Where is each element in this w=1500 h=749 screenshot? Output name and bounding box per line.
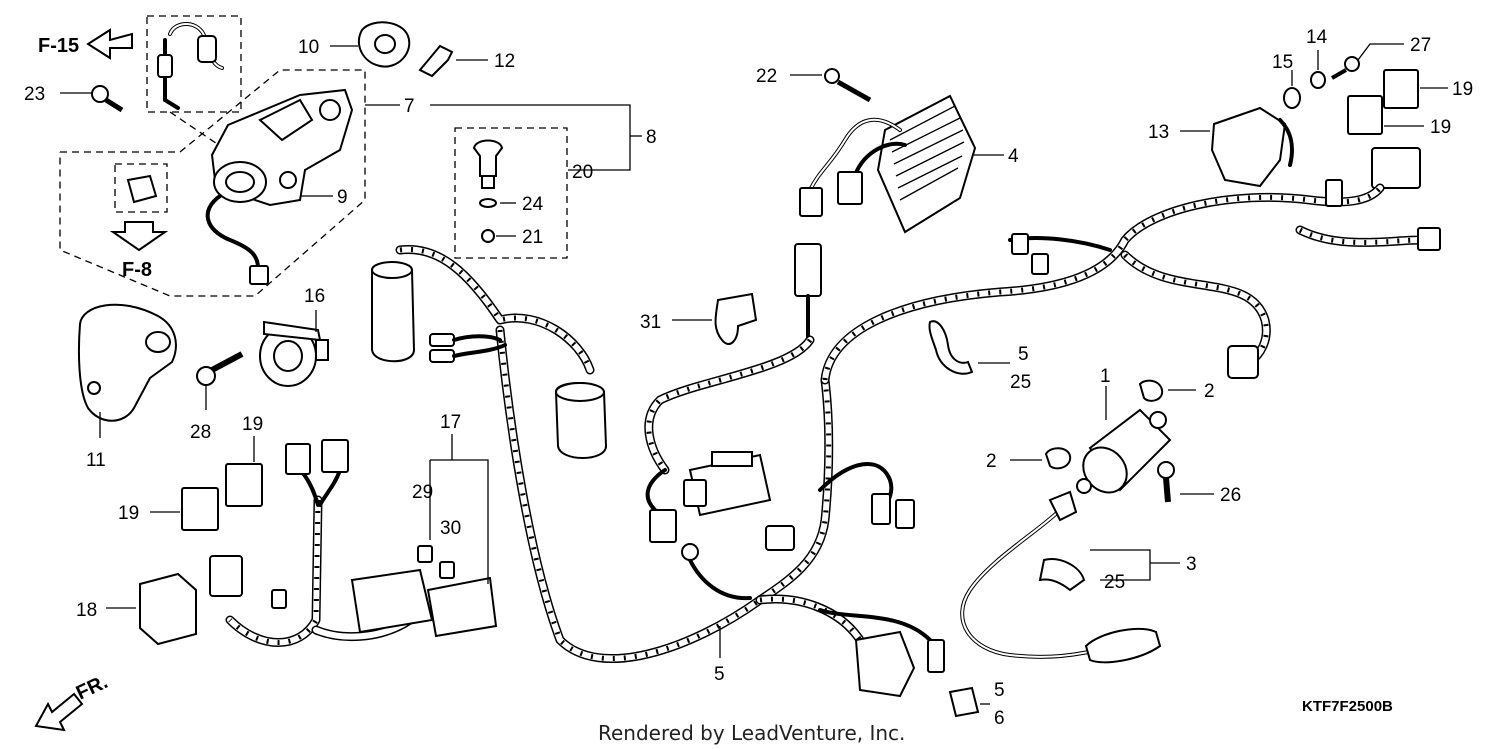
horn-group: 16 28 (190, 286, 329, 443)
callout-17: 17 (440, 412, 461, 433)
callout-5-c: 5 (994, 680, 1005, 701)
callout-19-d: 19 (118, 503, 139, 524)
starter-relay-group: 1 2 2 26 (986, 366, 1241, 506)
regulator-group: 22 4 (756, 66, 1019, 342)
module-18: 18 (76, 572, 197, 646)
callout-20: 20 (572, 162, 593, 183)
main-wire-harness (395, 179, 1441, 698)
callout-18: 18 (76, 600, 97, 621)
callout-31: 31 (640, 312, 661, 333)
callout-30: 30 (440, 518, 461, 539)
callout-2-a: 2 (1204, 381, 1215, 402)
callout-11: 11 (86, 450, 106, 471)
cable-group-3: 3 25 (960, 490, 1197, 664)
callout-10: 10 (298, 37, 319, 58)
callout-5-a: 5 (1018, 344, 1029, 365)
callout-8: 8 (646, 127, 657, 148)
top-right-relays: 13 15 14 27 19 19 (1148, 27, 1473, 189)
sub-harness: 17 29 30 (209, 412, 498, 647)
callout-24: 24 (522, 194, 544, 215)
callout-26: 26 (1220, 485, 1241, 506)
callout-16: 16 (304, 286, 325, 307)
callout-4: 4 (1008, 146, 1019, 167)
callout-6: 6 (994, 708, 1005, 729)
callout-15: 15 (1272, 52, 1293, 73)
callout-22: 22 (756, 66, 777, 87)
grommet-and-key: 10 12 (298, 21, 515, 78)
clamp-31: 31 (640, 292, 758, 345)
callout-19-b: 19 (1430, 117, 1451, 138)
callout-2-b: 2 (986, 451, 997, 472)
harness-capsules (371, 261, 608, 459)
callout-5-b: 5 (714, 664, 725, 685)
callout-28: 28 (190, 422, 211, 443)
callout-19-a: 19 (1452, 79, 1473, 100)
callout-23: 23 (24, 84, 45, 105)
cover-11: 11 (77, 303, 177, 471)
front-direction-indicator: FR. (34, 671, 111, 732)
callout-25-b: 25 (1104, 572, 1125, 593)
callout-14: 14 (1306, 27, 1328, 48)
credit-text: Rendered by LeadVenture, Inc. (598, 721, 905, 745)
callout-27: 27 (1410, 35, 1431, 56)
left-relays: 19 19 (118, 414, 263, 531)
callout-25-a: 25 (1010, 372, 1031, 393)
callout-7: 7 (404, 96, 415, 117)
callout-13: 13 (1148, 122, 1169, 143)
ref-f15: F-15 (38, 35, 79, 57)
ignition-switch-group: F-8 F-15 23 7 9 (24, 15, 415, 297)
callout-3: 3 (1186, 554, 1197, 575)
bottom-callouts: 5 5 6 (714, 626, 1005, 729)
callout-19-c: 19 (242, 414, 263, 435)
clip-group-center: 5 25 (928, 320, 1031, 393)
callout-9: 9 (337, 187, 348, 208)
ref-f8: F-8 (122, 259, 152, 281)
diagram-code: KTF7F2500B (1302, 698, 1393, 715)
callout-21: 21 (522, 227, 543, 248)
callout-12: 12 (494, 51, 515, 72)
callout-1: 1 (1100, 366, 1111, 387)
socket-group: 8 20 24 21 (430, 104, 657, 259)
callout-29: 29 (412, 482, 433, 503)
